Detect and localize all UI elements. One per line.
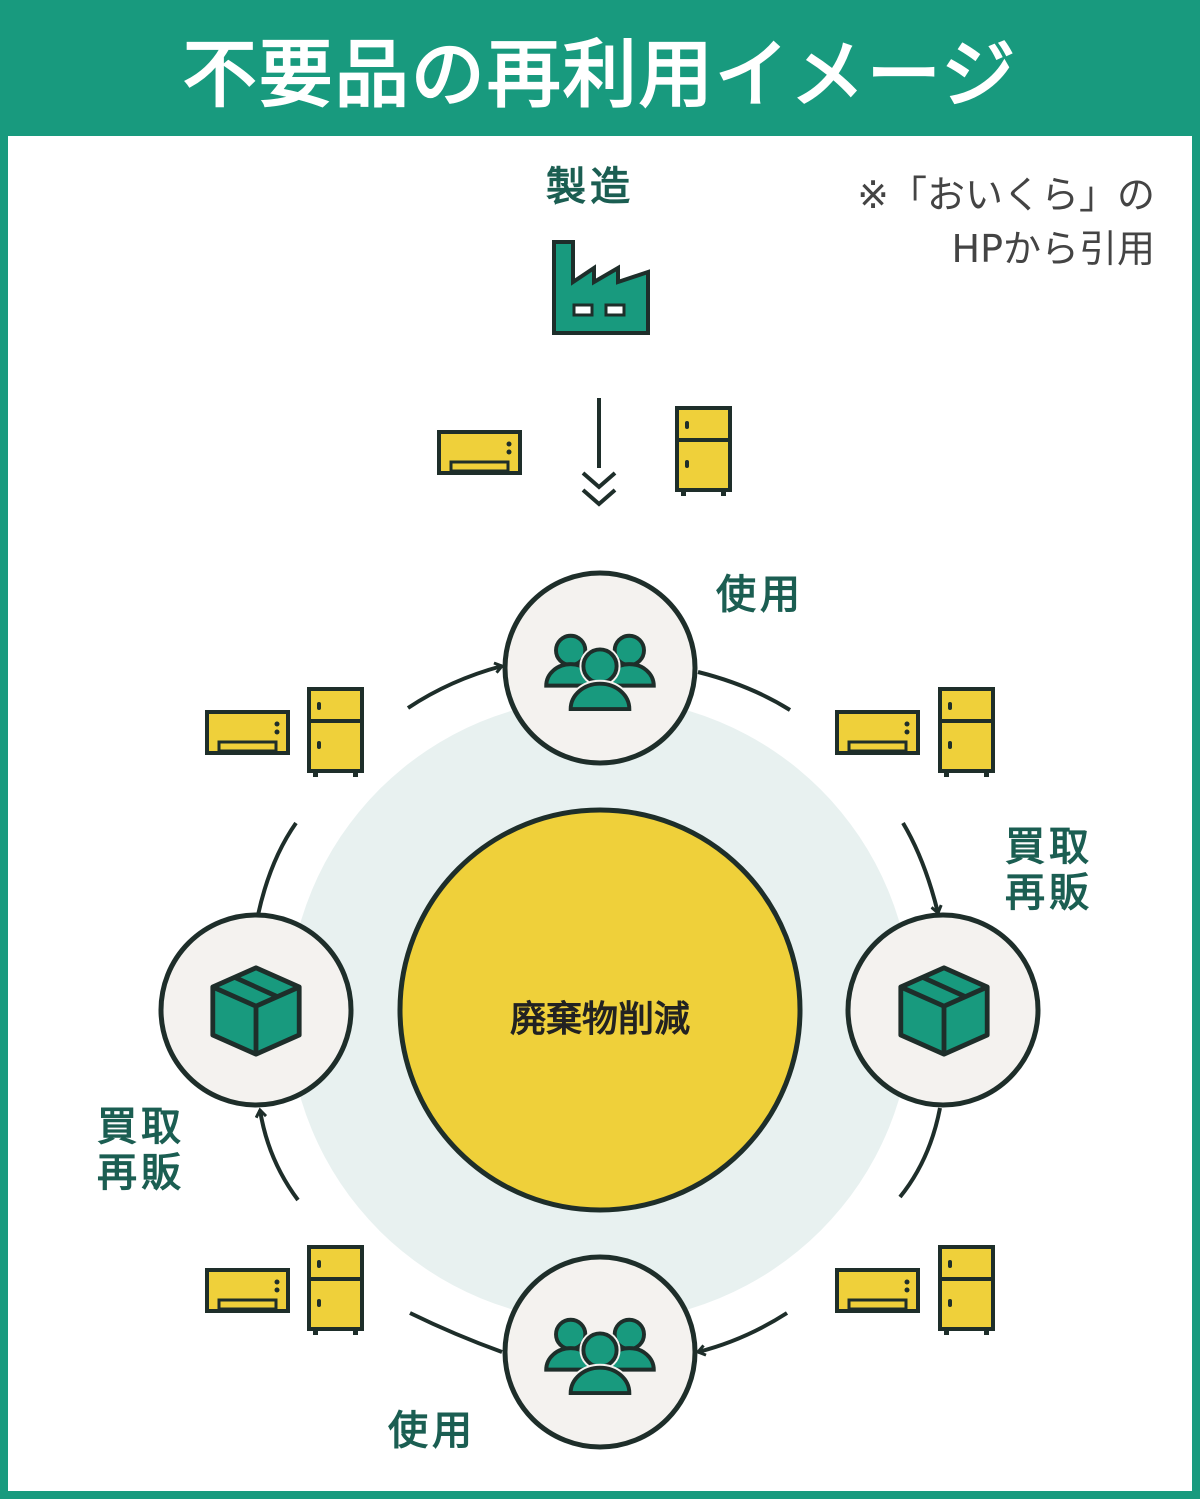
waste-reduction-label: 廃棄物削減 bbox=[509, 999, 690, 1040]
cycle-line bbox=[256, 821, 298, 916]
box-icon bbox=[901, 968, 987, 1054]
air-conditioner-icon bbox=[205, 710, 290, 755]
cycle-arrow bbox=[901, 821, 938, 913]
resale-label-left-line2: 再販 bbox=[97, 1150, 185, 1196]
cycle-arrow bbox=[406, 666, 502, 710]
resale-label-left-line1: 買取 bbox=[97, 1104, 185, 1150]
manufacture-label: 製造 bbox=[546, 164, 634, 210]
resale-label-right-line1: 買取 bbox=[1005, 824, 1093, 870]
resale-label-right-line2: 再販 bbox=[1005, 870, 1093, 916]
air-conditioner-icon bbox=[835, 1268, 920, 1313]
source-note: ※「おいくら」の HPから引用 bbox=[857, 168, 1155, 276]
cycle-line bbox=[697, 670, 792, 712]
box-icon bbox=[213, 968, 299, 1054]
source-note-line1: ※「おいくら」の bbox=[857, 173, 1155, 217]
refrigerator-icon bbox=[938, 1245, 995, 1337]
page-title: 不要品の再利用イメージ bbox=[182, 31, 1018, 118]
factory-icon bbox=[552, 240, 650, 335]
cycle-line bbox=[409, 1311, 503, 1354]
refrigerator-icon bbox=[675, 406, 732, 498]
resale-label-left: 買取 再販 bbox=[97, 1104, 185, 1196]
refrigerator-icon bbox=[307, 687, 364, 779]
refrigerator-icon bbox=[307, 1245, 364, 1337]
cycle-arrow bbox=[260, 1110, 300, 1202]
source-note-line2: HPから引用 bbox=[951, 227, 1156, 271]
cycle-arrow bbox=[698, 1311, 789, 1352]
air-conditioner-icon bbox=[437, 430, 522, 475]
waste-reduction-circle bbox=[397, 807, 803, 1213]
header: 不要品の再利用イメージ bbox=[0, 0, 1200, 136]
down-arrow-icon bbox=[581, 398, 617, 507]
use-label-bottom: 使用 bbox=[388, 1408, 476, 1454]
refrigerator-icon bbox=[938, 687, 995, 779]
use-label-top: 使用 bbox=[716, 572, 804, 618]
resale-label-right: 買取 再販 bbox=[1005, 824, 1093, 916]
cycle-line bbox=[898, 1107, 942, 1199]
air-conditioner-icon bbox=[205, 1268, 290, 1313]
air-conditioner-icon bbox=[835, 710, 920, 755]
